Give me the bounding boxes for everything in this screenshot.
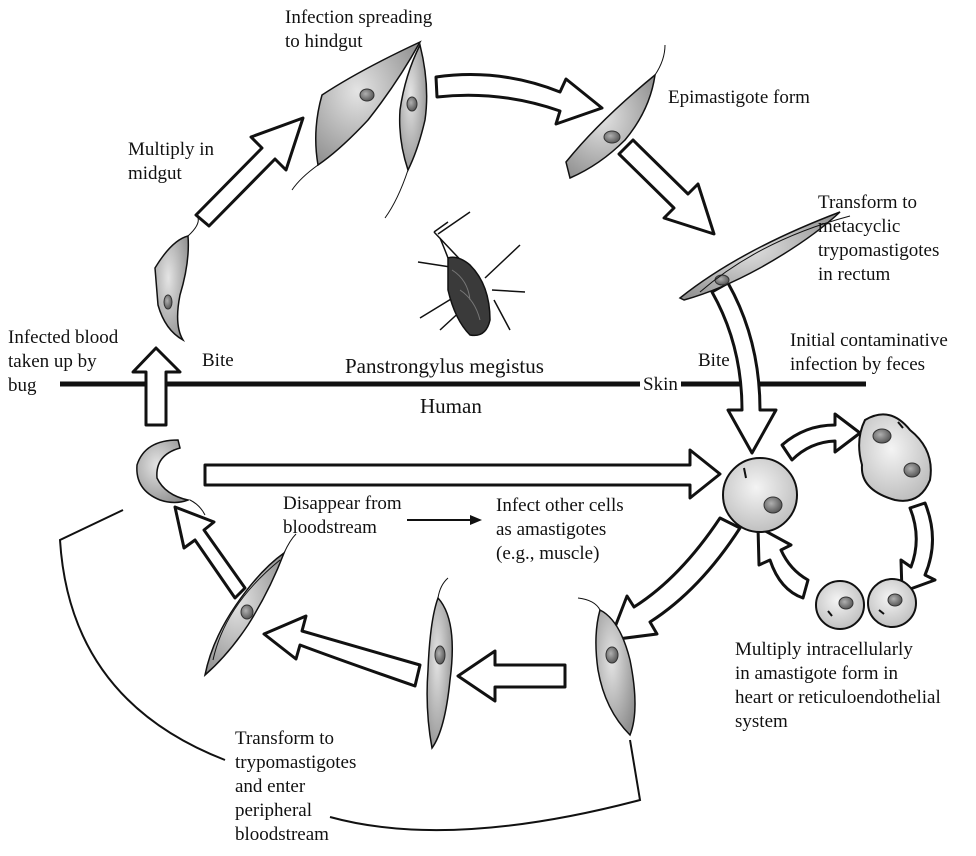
- label-midgut: Multiply in midgut: [128, 139, 215, 184]
- label-human: Human: [420, 394, 482, 418]
- parasite-trypomastigote-middle: [426, 577, 454, 750]
- parasite-blood-c-shaped: [136, 439, 206, 516]
- thin-arrow-head: [470, 515, 482, 525]
- host-cell: [722, 457, 798, 533]
- bracket-left: [58, 509, 226, 761]
- arrow-to-other-cells: [203, 448, 722, 500]
- arrow-cell-to-trypomastigote: [608, 516, 742, 642]
- label-epimastigote: Epimastigote form: [668, 87, 810, 108]
- arrow-midgut-to-hindgut: [194, 116, 305, 228]
- label-skin: Skin: [640, 373, 681, 397]
- label-initial-infection: Initial contaminative infection by feces: [790, 330, 948, 375]
- arrow-hindgut-to-epimastigote: [434, 73, 604, 126]
- label-transform-trypo: Transform to trypomastigotes and enter p…: [235, 728, 357, 845]
- label-metacyclic: Transform to metacyclic trypomastigotes …: [818, 192, 940, 285]
- arrow-trypomastigote-left-2: [262, 614, 422, 688]
- parasite-epimastigote: [565, 44, 666, 180]
- label-bite-left: Bite: [202, 350, 234, 371]
- bracket-bottom: [329, 739, 642, 832]
- amastigote-pair-bottom: [815, 578, 917, 630]
- label-infected-blood: Infected blood taken up by bug: [8, 327, 119, 396]
- label-vector: Panstrongylus megistus: [345, 354, 544, 378]
- arrow-multiply-down: [899, 501, 937, 594]
- label-hindgut: Infection spreading to hindgut: [285, 7, 433, 52]
- arrow-blood-to-bug: [131, 346, 182, 427]
- label-bite-right: Bite: [698, 350, 730, 371]
- arrow-feces-to-cell: [710, 281, 778, 455]
- label-infect-other: Infect other cells as amastigotes (e.g.,…: [496, 495, 624, 564]
- parasite-hindgut-1: [291, 40, 422, 191]
- label-disappear: Disappear from bloodstream: [283, 493, 402, 538]
- arrow-to-blood-trypomastigote: [173, 505, 247, 600]
- arrow-amastigote-to-cell: [756, 525, 810, 600]
- arrow-cell-to-multiply: [780, 412, 862, 462]
- label-multiply-intracellular: Multiply intracellularly in amastigote f…: [735, 639, 941, 732]
- arrow-epimastigote-to-metacyclic: [617, 138, 716, 236]
- parasite-metacyclic: [678, 211, 851, 301]
- parasite-midgut: [154, 217, 199, 343]
- parasite-trypomastigote-left: [203, 533, 297, 678]
- amastigote-cluster-top: [858, 413, 932, 502]
- kissing-bug: [417, 211, 526, 337]
- arrow-trypomastigote-left-1: [456, 649, 567, 703]
- parasite-trypomastigote-right: [577, 597, 636, 737]
- parasite-hindgut-2: [384, 42, 428, 219]
